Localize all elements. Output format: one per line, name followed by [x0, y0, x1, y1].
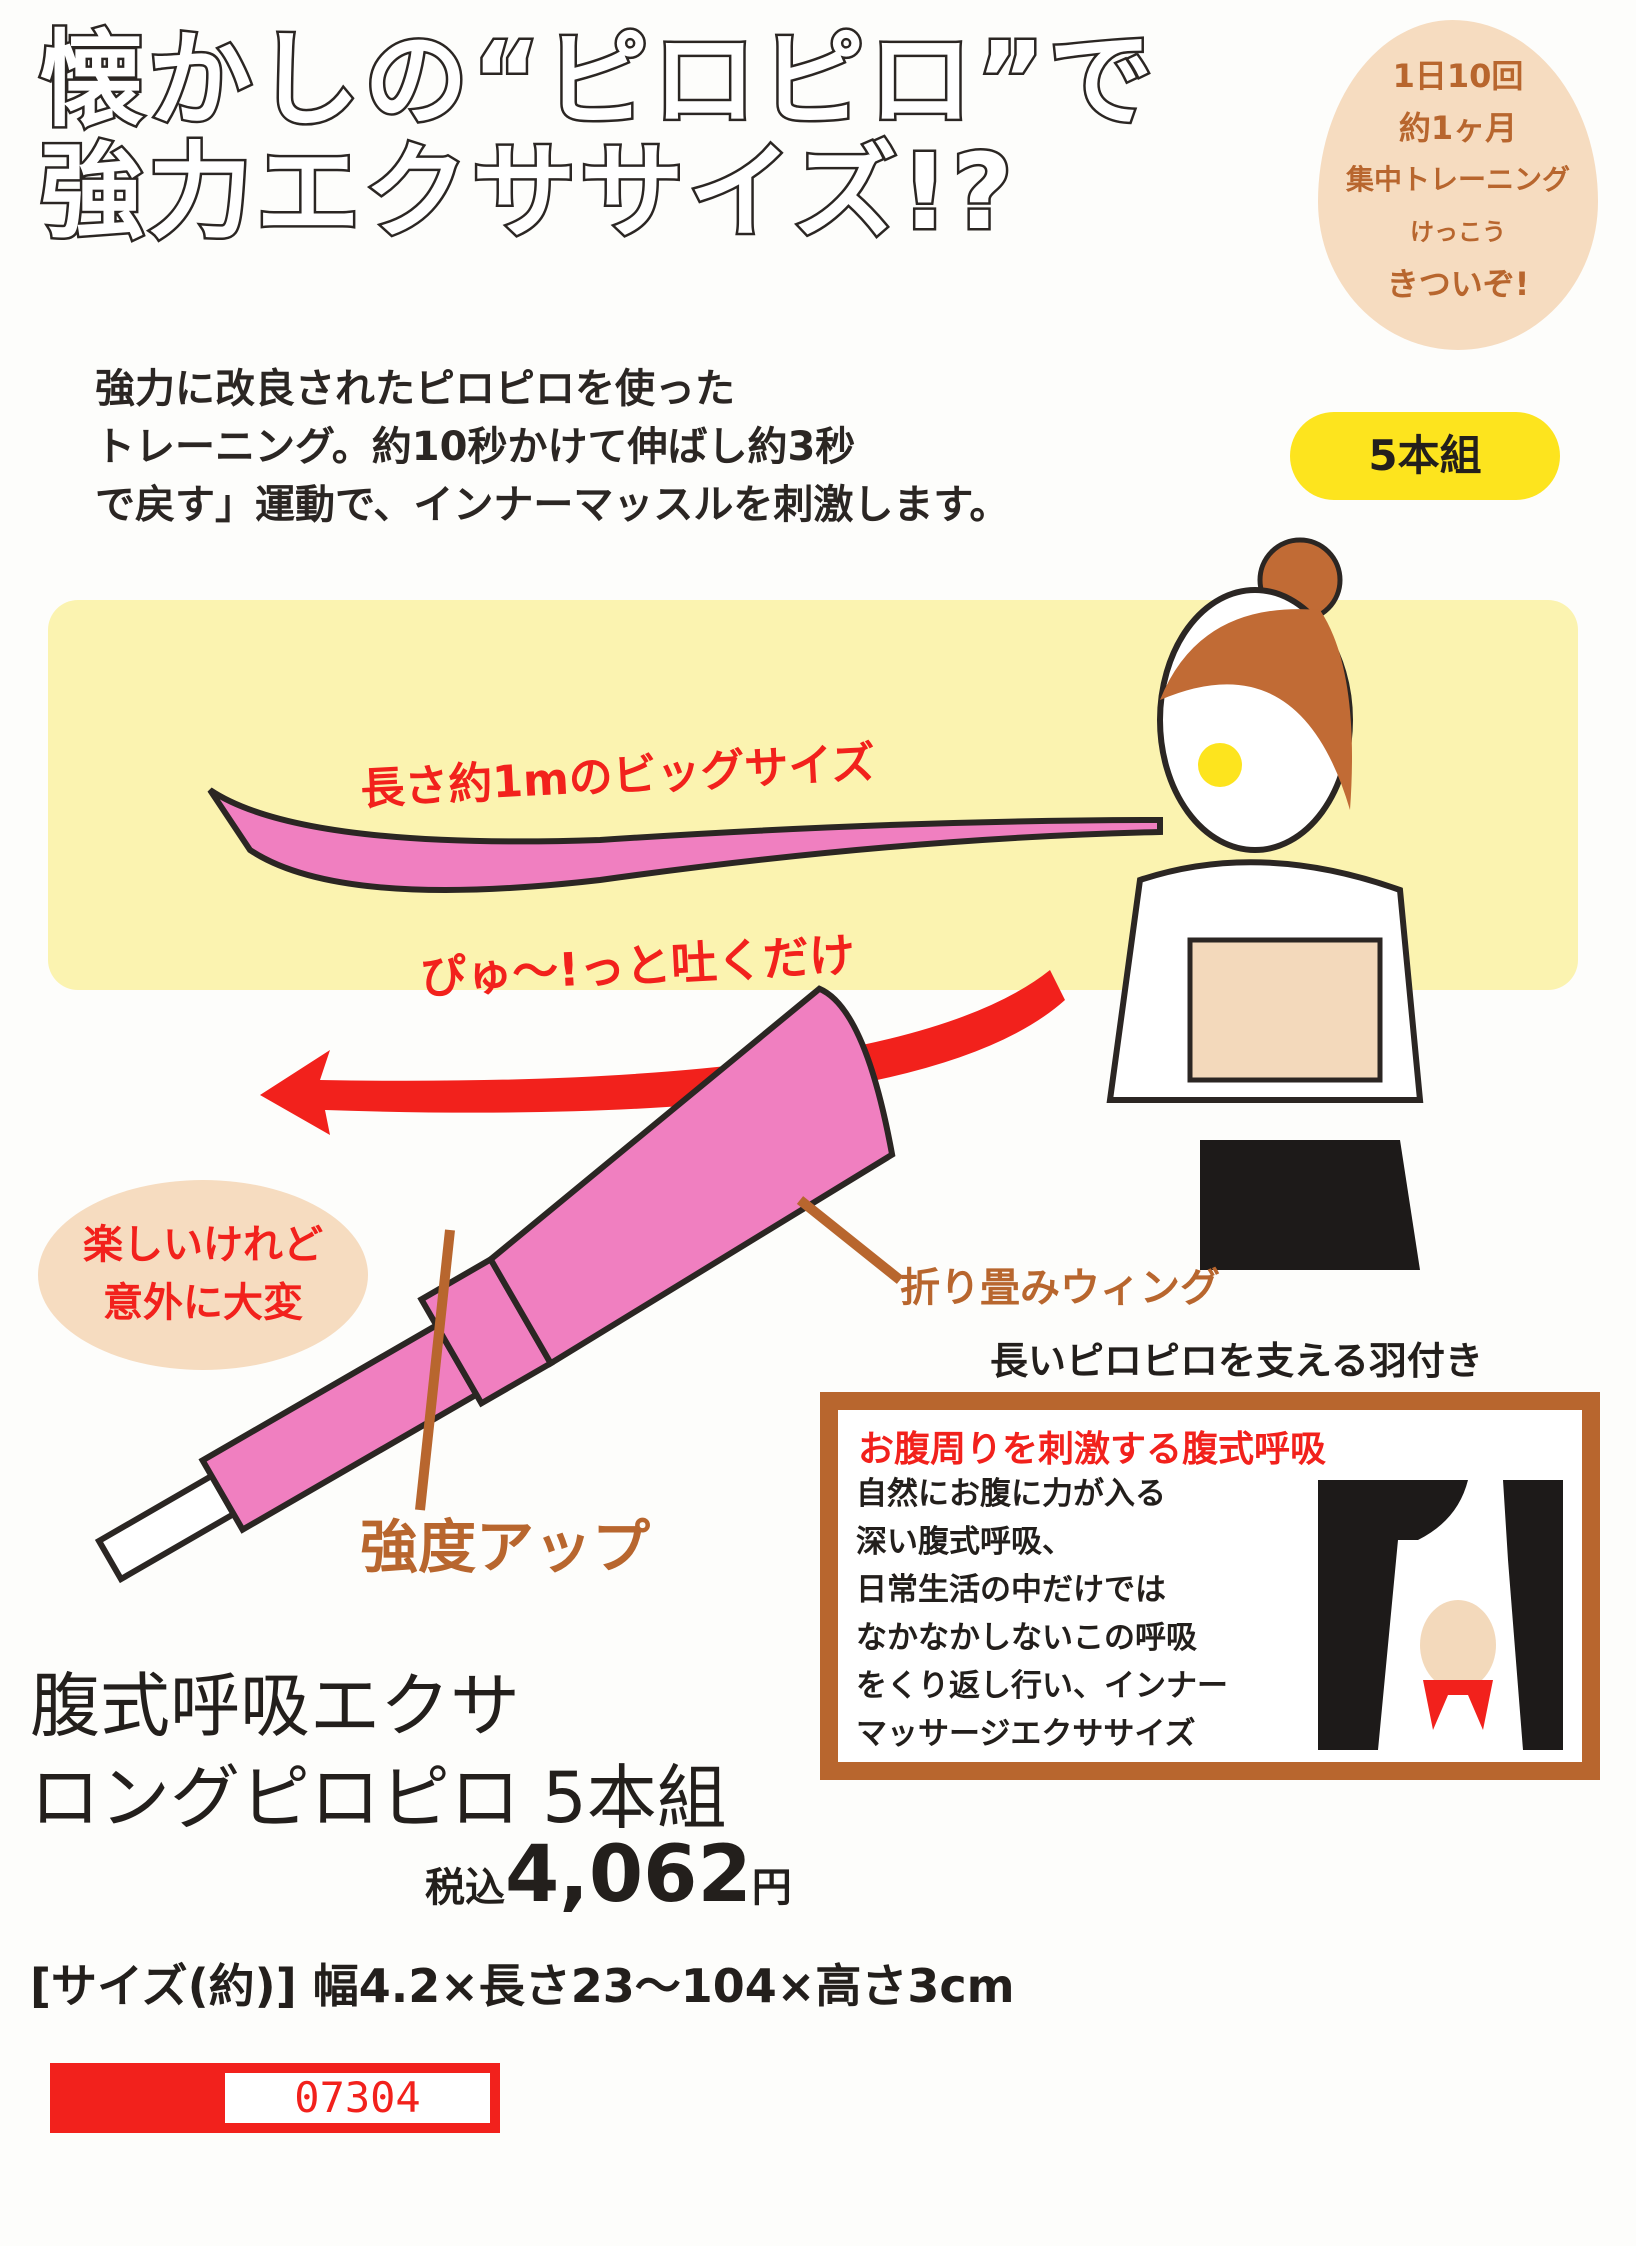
- intro-line: で戻す」運動で、インナーマッスルを刺激します。: [95, 482, 1010, 528]
- price-value: 4,062: [505, 1830, 752, 1920]
- product-name-line2: ロングピロピロ 5本組: [30, 1757, 727, 1839]
- intro-text: 強力に改良されたピロピロを使った トレーニング。約10秒かけて伸ばし約3秒 で戻…: [95, 360, 1009, 534]
- mouthpiece-pointer: [415, 1229, 455, 1511]
- info-line: をくり返し行い、インナー: [856, 1668, 1228, 1704]
- fun-line: 意外に大変: [103, 1280, 303, 1326]
- illustration: [94, 537, 1424, 1584]
- label-wing-note: 長いピロピロを支える羽付き: [990, 1339, 1483, 1383]
- intro-line: 強力に改良されたピロピロを使った: [95, 366, 735, 412]
- set-badge: 5本組: [1290, 412, 1560, 500]
- note-line: けっこう: [1410, 218, 1506, 246]
- note-line: きついぞ!: [1386, 265, 1530, 303]
- product-name: 腹式呼吸エクサ ロングピロピロ 5本組: [30, 1660, 727, 1844]
- note-line: 集中トレーニング: [1345, 163, 1570, 196]
- info-line: 日常生活の中だけでは: [856, 1572, 1166, 1608]
- info-line: 自然にお腹に力が入る: [856, 1476, 1166, 1512]
- info-heading: お腹周りを刺激する腹式呼吸: [858, 1429, 1327, 1470]
- code-box: 07304: [50, 2063, 500, 2133]
- torso-illustration: [1318, 1480, 1563, 1750]
- size-spec: [サイズ(約)] 幅4.2×長さ23〜104×高さ3cm: [30, 1959, 1015, 2013]
- note-line: 1日10回: [1392, 57, 1524, 95]
- info-line: 深い腹式呼吸、: [856, 1524, 1073, 1560]
- headline-line1: 懐かしの“ピロピロ”で: [38, 19, 1157, 141]
- info-line: なかなかしないこの呼吸: [856, 1620, 1197, 1656]
- price-prefix: 税込: [425, 1865, 505, 1911]
- price: 税込4,062円: [425, 1830, 792, 1920]
- headline-line2: 強力エクササイズ!?: [38, 131, 1017, 253]
- wing-pointer: [796, 1196, 904, 1284]
- fun-bubble: 楽しいけれど 意外に大変: [38, 1180, 368, 1370]
- label-wing: 折り畳みウィング: [900, 1265, 1220, 1311]
- fun-line: 楽しいけれど: [83, 1222, 323, 1268]
- red-arrow: [260, 970, 1065, 1135]
- intro-line: トレーニング。約10秒かけて伸ばし約3秒: [95, 424, 856, 470]
- info-text: 自然にお腹に力が入る 深い腹式呼吸、 日常生活の中だけでは なかなかしないこの呼…: [856, 1470, 1228, 1758]
- note-bubble: 1日10回 約1ヶ月 集中トレーニング けっこう きついぞ!: [1318, 20, 1598, 350]
- info-line: マッサージエクササイズ: [856, 1716, 1196, 1752]
- info-box: お腹周りを刺激する腹式呼吸 自然にお腹に力が入る 深い腹式呼吸、 日常生活の中だ…: [820, 1392, 1600, 1780]
- pink-ribbon: [207, 787, 1163, 893]
- product-code: 07304: [225, 2073, 490, 2123]
- product-name-line1: 腹式呼吸エクサ: [30, 1665, 520, 1747]
- woman-figure: [1106, 537, 1424, 1270]
- label-mouthpiece: 強度アップ: [360, 1513, 651, 1581]
- price-unit: 円: [751, 1865, 792, 1911]
- piropiro-device: [94, 985, 896, 1584]
- note-line: 約1ヶ月: [1398, 109, 1518, 147]
